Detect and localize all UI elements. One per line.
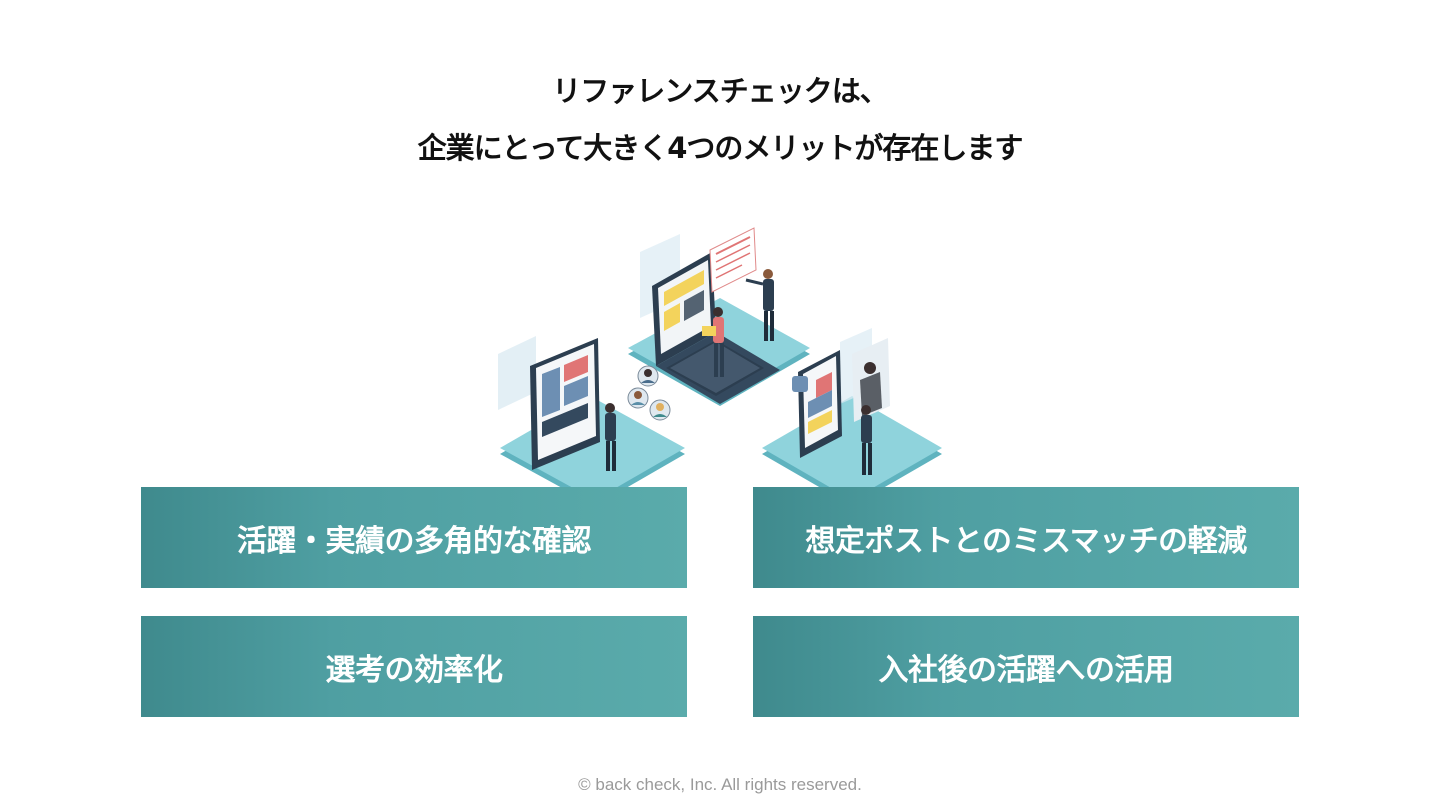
- presenter-figure: [605, 403, 616, 471]
- tablet-icon: [530, 338, 600, 470]
- page-title-line-1: リファレンスチェックは、: [552, 74, 888, 108]
- isometric-workplace-illustration: [498, 227, 942, 490]
- avatar-group: [627, 365, 671, 421]
- right-platform: [762, 396, 942, 490]
- benefit-label: 選考の効率化: [325, 652, 504, 688]
- portrait-card: [852, 338, 890, 422]
- benefit-card-mismatch-reduction: 想定ポストとのミスマッチの軽減: [753, 487, 1299, 588]
- benefit-label: 想定ポストとのミスマッチの軽減: [805, 523, 1247, 559]
- copyright-footer: © back check, Inc. All rights reserved.: [578, 775, 862, 794]
- page-title-line-2: 企業にとって大きく4つのメリットが存在します: [417, 131, 1024, 165]
- woman-figure: [702, 307, 724, 377]
- benefit-card-multifaceted-review: 活躍・実績の多角的な確認: [141, 487, 687, 588]
- benefit-card-screening-efficiency: 選考の効率化: [141, 616, 687, 717]
- benefit-label: 活躍・実績の多角的な確認: [237, 523, 592, 559]
- standing-man-figure: [745, 269, 774, 341]
- document-card: [709, 227, 757, 293]
- benefit-label: 入社後の活躍への活用: [878, 652, 1175, 688]
- benefit-card-post-hire-utilization: 入社後の活躍への活用: [753, 616, 1299, 717]
- glass-panel: [498, 336, 536, 410]
- phone-icon: [798, 350, 842, 458]
- thumbs-up-icon: [792, 376, 808, 392]
- businessman-figure: [861, 405, 872, 475]
